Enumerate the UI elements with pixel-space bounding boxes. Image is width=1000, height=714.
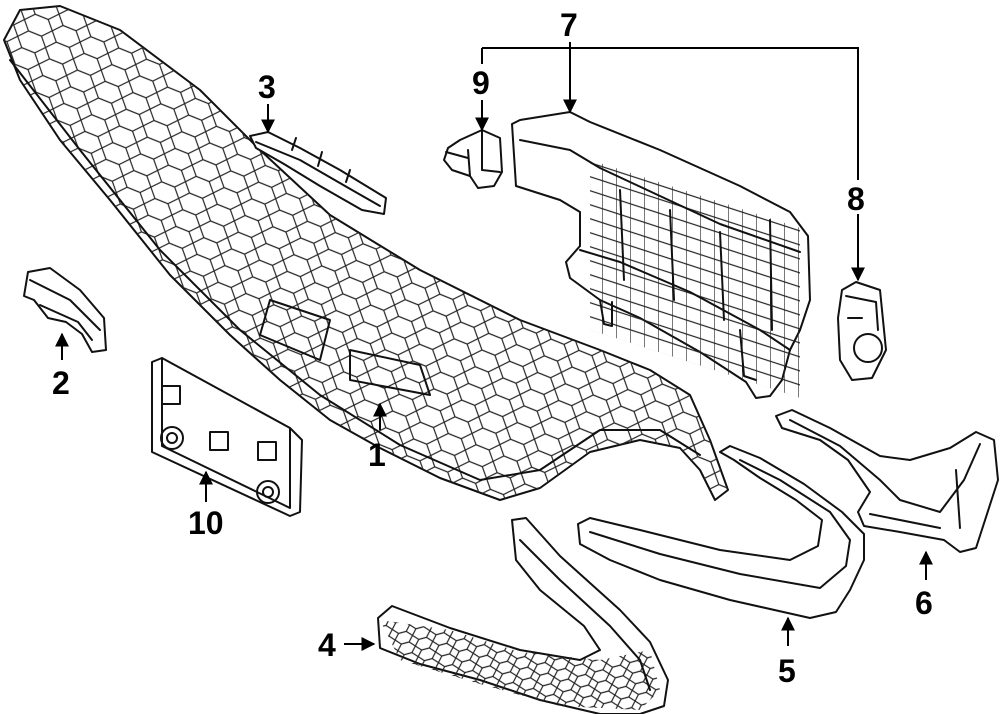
callout-1: 1 <box>368 437 386 473</box>
part-3-trim-strip <box>249 131 387 215</box>
part-10-license-bracket <box>151 357 303 517</box>
callout-7: 7 <box>560 7 578 43</box>
callout-6: 6 <box>915 585 933 621</box>
part-9-sensor <box>443 129 503 189</box>
leader-bracket-8-9 <box>482 47 859 180</box>
callout-4: 4 <box>318 627 336 663</box>
leader-lines <box>55 42 933 651</box>
callout-2: 2 <box>52 365 70 401</box>
part-4-corner-grille <box>377 517 669 714</box>
part-7-air-duct <box>511 111 811 399</box>
part-5-lower-trim <box>577 445 865 619</box>
callout-10: 10 <box>188 505 224 541</box>
callout-8: 8 <box>847 181 865 217</box>
callout-9: 9 <box>472 65 490 101</box>
part-6-side-bracket <box>775 409 999 553</box>
part-8-sensor-bracket <box>837 281 887 381</box>
part-1-lower-grille <box>3 5 729 501</box>
callout-5: 5 <box>778 653 796 689</box>
callout-labels: 1 2 3 4 5 6 7 8 9 10 <box>52 7 933 689</box>
callout-3: 3 <box>258 69 276 105</box>
part-2-bracket <box>23 267 107 353</box>
